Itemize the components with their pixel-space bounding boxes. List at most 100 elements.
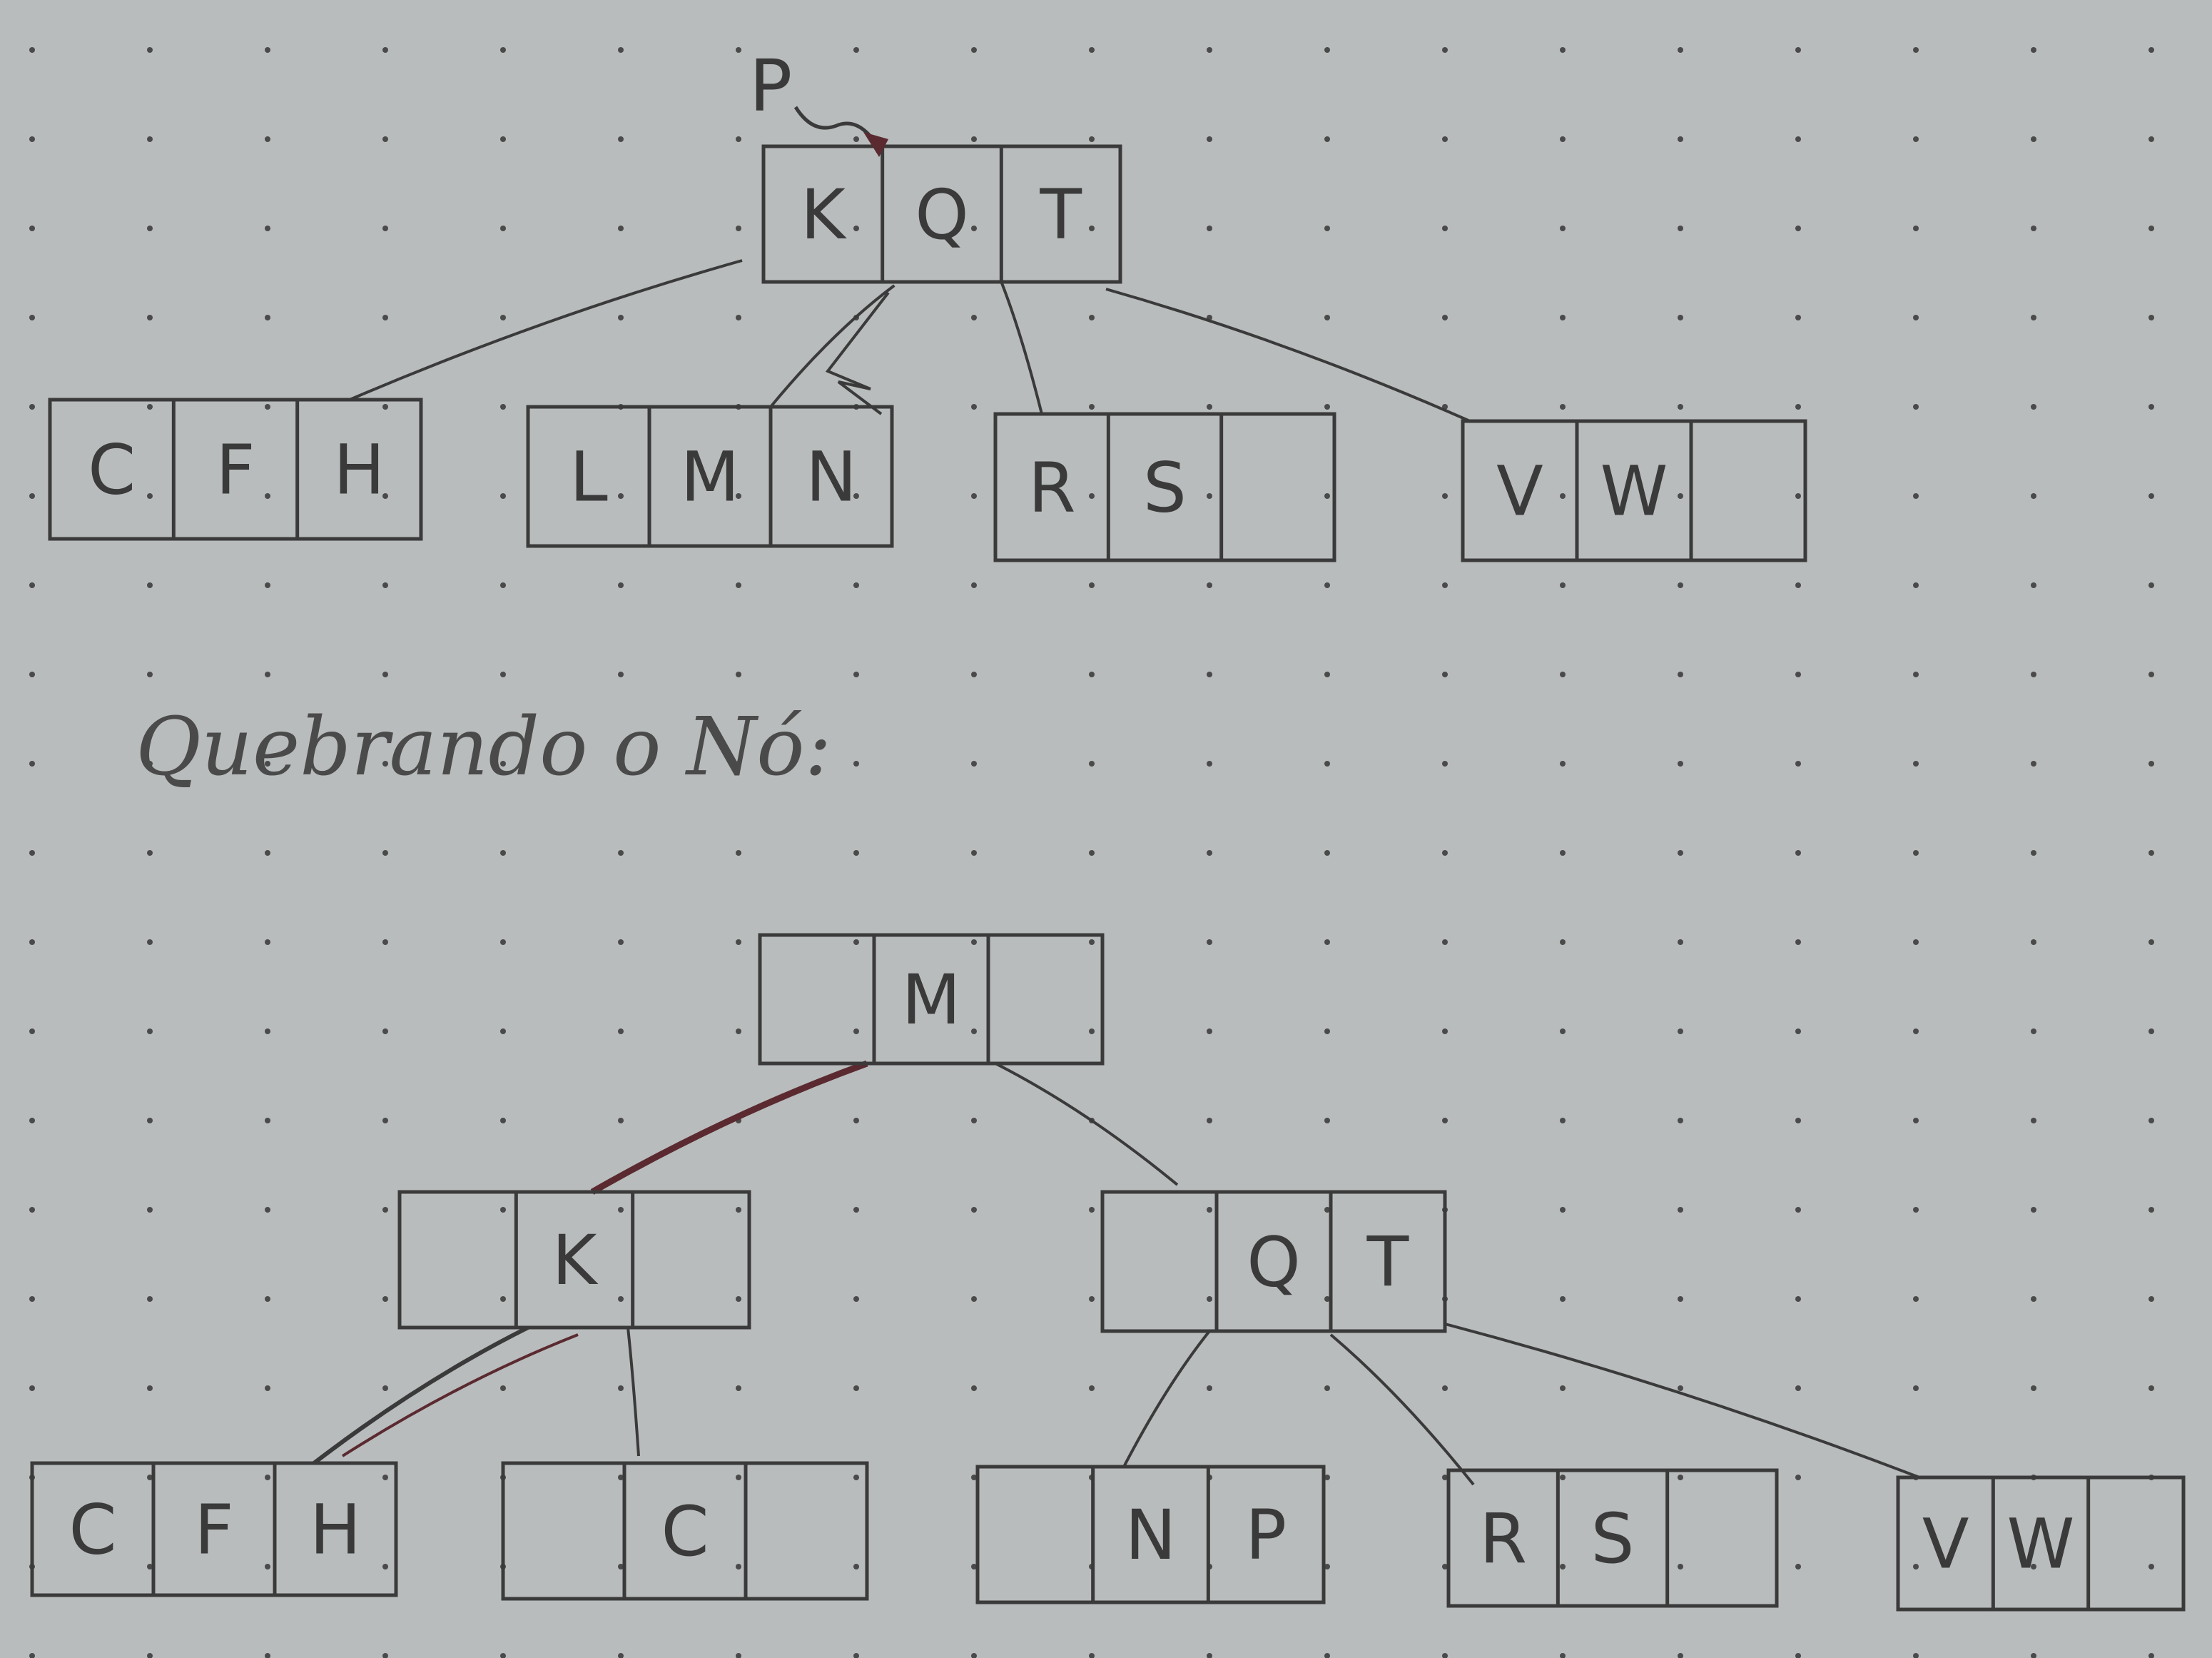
grid-dot	[1442, 226, 1448, 231]
node-key: R	[1479, 1499, 1527, 1579]
node-key: C	[661, 1492, 709, 1572]
pointer-arrowhead	[863, 132, 888, 157]
node-key: W	[2007, 1505, 2075, 1584]
grid-dot	[1442, 761, 1448, 767]
grid-dot	[382, 939, 388, 945]
grid-dot	[1913, 136, 1919, 142]
grid-dot	[971, 404, 977, 410]
grid-dot	[1089, 850, 1095, 856]
grid-dot	[500, 1028, 506, 1034]
grid-dot	[736, 136, 741, 142]
grid-dot	[382, 1653, 388, 1658]
grid-dot	[618, 1385, 624, 1391]
grid-dot	[1089, 1296, 1095, 1302]
grid-dot	[1560, 1118, 1566, 1123]
grid-dot	[500, 47, 506, 53]
grid-dot	[736, 1475, 741, 1480]
grid-dot	[2148, 1385, 2154, 1391]
grid-dot	[1442, 1385, 1448, 1391]
grid-dot	[382, 493, 388, 499]
tree-edge	[590, 1060, 868, 1195]
grid-dot	[971, 582, 977, 588]
grid-dot	[971, 672, 977, 677]
grid-dot	[1442, 315, 1448, 320]
grid-dot	[1442, 1653, 1448, 1658]
grid-dot	[265, 1653, 270, 1658]
node-key: N	[806, 438, 857, 517]
grid-dot	[1678, 1207, 1683, 1213]
grid-dot	[853, 1385, 859, 1391]
grid-dot	[1207, 1118, 1212, 1123]
grid-dot	[500, 315, 506, 320]
grid-dot	[1678, 315, 1683, 320]
grid-dot	[1913, 1385, 1919, 1391]
node-key: C	[88, 430, 136, 510]
grid-dot	[1089, 315, 1095, 320]
grid-dot	[1089, 47, 1095, 53]
grid-dot	[1560, 1653, 1566, 1658]
grid-dot	[265, 404, 270, 410]
tree-edge	[313, 1325, 529, 1465]
grid-dot	[382, 226, 388, 231]
grid-dot	[1795, 761, 1801, 767]
grid-dot	[1913, 1028, 1919, 1034]
grid-dot	[1324, 761, 1330, 767]
grid-dot	[265, 1207, 270, 1213]
grid-dot	[2148, 226, 2154, 231]
grid-dot	[265, 1118, 270, 1123]
grid-dot	[971, 1653, 977, 1658]
grid-dot	[971, 939, 977, 945]
grid-dot	[1442, 47, 1448, 53]
grid-dot	[382, 1296, 388, 1302]
grid-dot	[2148, 404, 2154, 410]
grid-dot	[265, 1296, 270, 1302]
pointer-arrow	[793, 106, 880, 148]
grid-dot	[1795, 1385, 1801, 1391]
grid-dot	[1795, 1564, 1801, 1569]
grid-dot	[1913, 1653, 1919, 1658]
grid-dot	[1678, 850, 1683, 856]
grid-dot	[500, 1385, 506, 1391]
grid-dot	[1913, 1207, 1919, 1213]
grid-dot	[1324, 1296, 1330, 1302]
grid-dot	[1913, 493, 1919, 499]
grid-dot	[382, 1207, 388, 1213]
grid-dot	[382, 47, 388, 53]
grid-dot	[1678, 404, 1683, 410]
grid-dot	[265, 1564, 270, 1569]
node-box	[758, 933, 1105, 1066]
grid-dot	[2031, 672, 2036, 677]
grid-dot	[147, 672, 153, 677]
after-root-node: M	[758, 933, 1105, 1066]
grid-dot	[265, 672, 270, 677]
grid-dot	[1678, 493, 1683, 499]
grid-dot	[147, 1475, 153, 1480]
grid-dot	[1207, 672, 1212, 677]
grid-dot	[29, 1028, 35, 1034]
grid-dot	[2148, 1028, 2154, 1034]
grid-dot	[2148, 1296, 2154, 1302]
grid-dot	[736, 1028, 741, 1034]
grid-dot	[29, 136, 35, 142]
grid-dot	[1560, 47, 1566, 53]
grid-dot	[382, 761, 388, 767]
grid-dot	[971, 850, 977, 856]
grid-dot	[1324, 1653, 1330, 1658]
node-key: F	[215, 430, 255, 510]
grid-dot	[1795, 1653, 1801, 1658]
grid-dot	[147, 1207, 153, 1213]
grid-dot	[2148, 493, 2154, 499]
grid-dot	[1678, 1653, 1683, 1658]
grid-dot	[1324, 315, 1330, 320]
grid-dot	[2031, 761, 2036, 767]
pointer-label: P	[749, 44, 792, 128]
grid-dot	[736, 1564, 741, 1569]
grid-dot	[1678, 761, 1683, 767]
grid-dot	[1207, 1385, 1212, 1391]
grid-dot	[29, 1207, 35, 1213]
grid-dot	[1089, 939, 1095, 945]
grid-dot	[147, 315, 153, 320]
grid-dot	[2031, 493, 2036, 499]
